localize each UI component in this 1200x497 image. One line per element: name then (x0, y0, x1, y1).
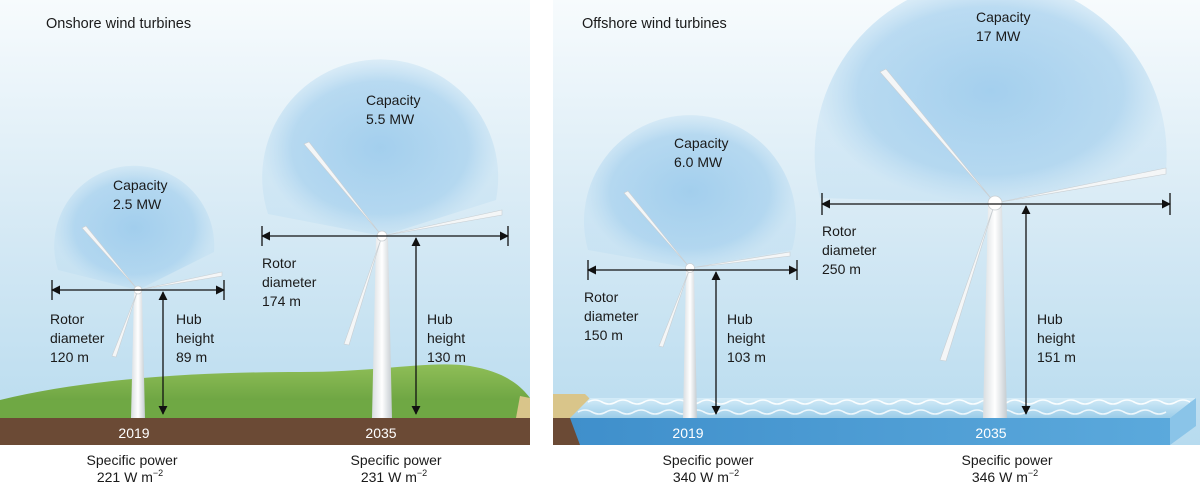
offshore-2019-rotor-label: Rotor diameter 150 m (584, 289, 642, 343)
tower (372, 238, 392, 418)
onshore-2019-hub-label: Hub height 89 m (176, 311, 218, 365)
offshore-2019-specific-power: Specific power 340 W m−2 (663, 452, 758, 485)
offshore-2019-year: 2019 (672, 425, 703, 441)
onshore-2035-hub-label: Hub height 130 m (427, 311, 469, 365)
onshore-title: Onshore wind turbines (46, 16, 191, 32)
onshore-2035-rotor-disc (262, 59, 499, 237)
onshore-2035-year: 2035 (365, 425, 396, 441)
offshore-2035-capacity-label: Capacity 17 MW (976, 9, 1034, 44)
onshore-2019-capacity-label: Capacity 2.5 MW (113, 177, 171, 212)
onshore-2035-specific-power: Specific power 231 W m−2 (351, 452, 446, 485)
tower (131, 292, 145, 418)
offshore-title: Offshore wind turbines (582, 16, 727, 32)
offshore-2035-rotor-disc (814, 0, 1167, 203)
onshore-soil (0, 418, 530, 445)
offshore-2035-specific-power: Specific power 346 W m−2 (962, 452, 1057, 485)
onshore-2019-year: 2019 (118, 425, 149, 441)
onshore-2019-specific-power: Specific power 221 W m−2 (87, 452, 182, 485)
offshore-2035-hub-label: Hub height 151 m (1037, 311, 1079, 365)
onshore-2019-rotor-label: Rotor diameter 120 m (50, 311, 108, 365)
offshore-2019-hub-label: Hub height 103 m (727, 311, 769, 365)
tower (983, 206, 1007, 418)
onshore-2035-capacity-label: Capacity 5.5 MW (366, 92, 424, 127)
onshore-2035-turbine (303, 141, 503, 418)
tower (683, 270, 697, 418)
offshore-2035-rotor-label: Rotor diameter 250 m (822, 223, 880, 277)
onshore-panel: Onshore wind turbines (0, 0, 530, 485)
offshore-2035-year: 2035 (975, 425, 1006, 441)
offshore-2019-rotor-disc (584, 115, 796, 269)
offshore-sea-front (570, 418, 1170, 445)
onshore-2035-rotor-label: Rotor diameter 174 m (262, 255, 320, 309)
offshore-2019-capacity-label: Capacity 6.0 MW (674, 135, 732, 170)
offshore-panel: Offshore wind turbines (553, 0, 1200, 485)
onshore-2019-rotor-disc (54, 165, 215, 290)
onshore-2019-turbine (81, 225, 223, 418)
